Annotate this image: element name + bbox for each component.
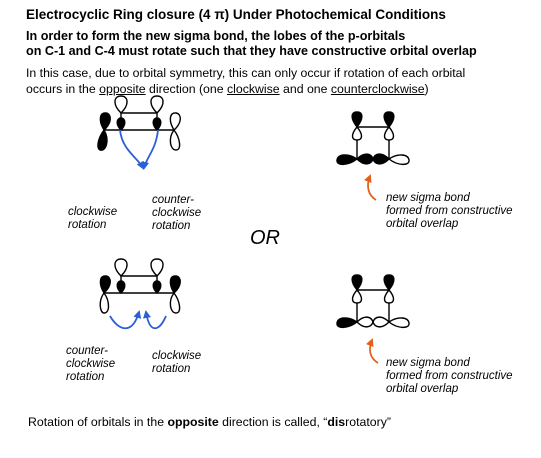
note-text: occurs in the: [26, 82, 100, 96]
symmetry-note-line-2: occurs in the opposite direction (one cl…: [26, 82, 429, 96]
footer-disrotatory-note: Rotation of orbitals in the opposite dir…: [28, 415, 391, 429]
footer-text: rotatory”: [345, 415, 391, 429]
page-title: Electrocyclic Ring closure (4 π) Under P…: [26, 7, 446, 22]
bottom-left-counterclockwise-label: counter- clockwise rotation: [66, 345, 116, 383]
top-left-counterclockwise-label: counter- clockwise rotation: [152, 194, 202, 232]
footer-text: Rotation of orbitals in the: [28, 415, 168, 429]
bottom-right-sigma-arrow: [366, 338, 379, 364]
bottom-left-rotation-arrow-cw: [143, 310, 167, 330]
top-left-clockwise-label: clockwise rotation: [68, 206, 118, 231]
symmetry-note-line-1: In this case, due to orbital symmetry, t…: [26, 66, 466, 80]
explanation-bold-line-1: In order to form the new sigma bond, the…: [26, 29, 406, 43]
top-right-sigma-label: new sigma bond formed from constructive …: [386, 192, 513, 230]
bottom-left-clockwise-label: clockwise rotation: [152, 350, 202, 375]
or-label: OR: [250, 227, 280, 249]
bottom-right-sigma-label: new sigma bond formed from constructive …: [386, 357, 513, 395]
note-text: ): [424, 82, 429, 96]
note-text: and one: [279, 82, 331, 96]
bottom-right-cyclobutene: [336, 274, 410, 329]
note-clockwise: clockwise: [226, 82, 280, 96]
footer-text: direction is called, “: [218, 415, 328, 429]
explanation-bold-line-2: on C-1 and C-4 must rotate such that the…: [26, 44, 477, 58]
top-left-butadiene: [97, 95, 181, 151]
note-counterclockwise: counterclockwise: [330, 82, 425, 96]
top-right-cyclobutene: [336, 111, 410, 166]
bottom-left-rotation-arrow-ccw: [109, 310, 142, 330]
top-left-rotation-arrow-ccw: [141, 129, 159, 170]
footer-opposite: opposite: [167, 415, 219, 429]
top-right-sigma-arrow: [364, 174, 377, 201]
footer-dis: dis: [327, 415, 346, 429]
bottom-left-butadiene: [99, 258, 181, 314]
note-opposite: opposite: [99, 82, 146, 96]
note-text: direction (one: [145, 82, 227, 96]
top-left-rotation-arrow-cw: [119, 129, 144, 170]
